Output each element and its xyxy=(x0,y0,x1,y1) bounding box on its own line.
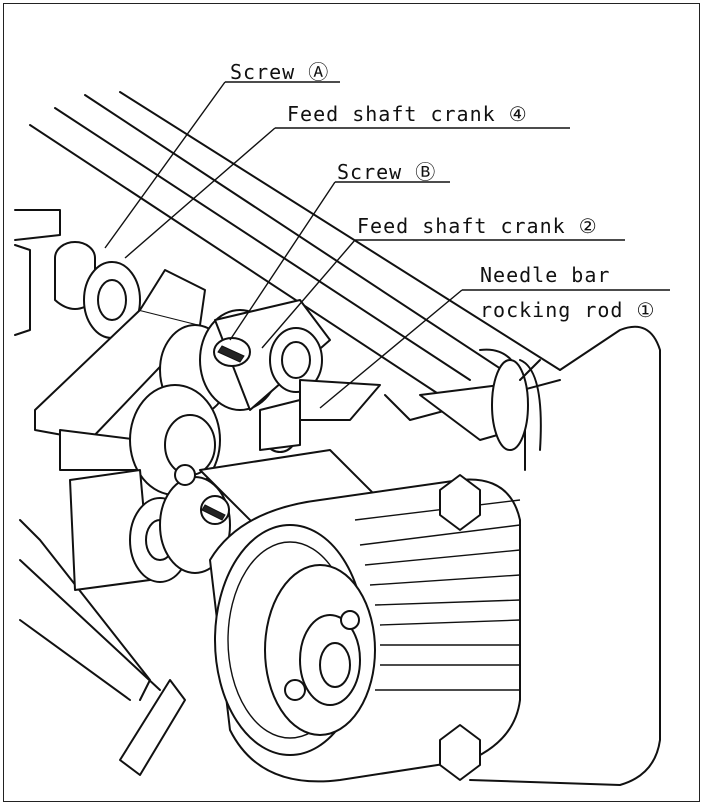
label-screw-b: Screw Ⓑ xyxy=(337,160,437,184)
label-screw-a: Screw Ⓐ xyxy=(230,60,330,84)
label-feed-shaft-crank-4: Feed shaft crank ④ xyxy=(287,102,528,126)
leader-needle-bar xyxy=(319,289,463,409)
right-housing xyxy=(419,359,541,451)
leader-feed-crank-4 xyxy=(124,127,276,259)
label-needle-bar: Needle bar xyxy=(480,263,611,287)
screw-a-assembly xyxy=(34,241,206,471)
timing-belt-pulley xyxy=(209,474,521,783)
label-feed-shaft-crank-2: Feed shaft crank ② xyxy=(357,214,598,238)
leader-lines xyxy=(104,81,670,409)
figure-frame xyxy=(3,3,700,802)
leader-feed-crank-2 xyxy=(261,239,356,349)
leader-screw-a xyxy=(104,81,226,249)
housing-outline xyxy=(14,91,661,786)
label-rocking-rod-1: rocking rod ① xyxy=(480,298,656,322)
leader-screw-b xyxy=(229,181,336,341)
screw-b-assembly xyxy=(159,299,381,453)
